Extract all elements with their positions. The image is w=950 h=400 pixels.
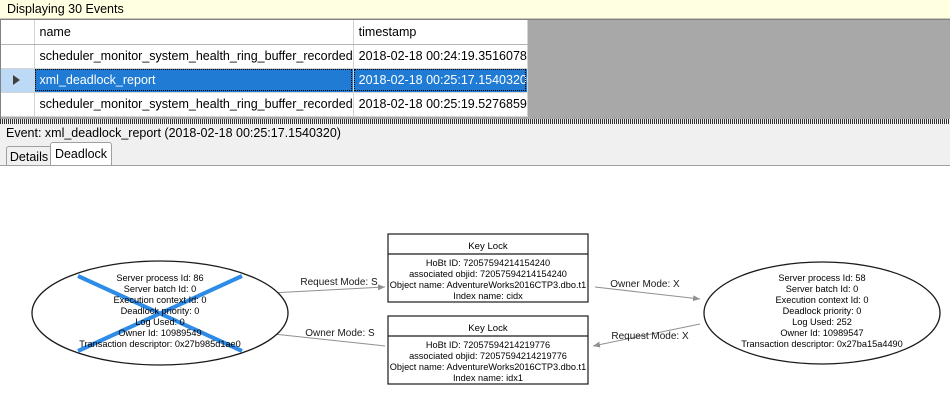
edge-label-left-request: Request Mode: S	[300, 277, 378, 288]
process-right-line-3: Deadlock priority: 0	[783, 306, 862, 316]
tab-details[interactable]: Details	[6, 146, 52, 165]
table-header-row: name timestamp	[1, 20, 528, 45]
resource-top-line-0: HoBt ID: 72057594214154240	[426, 258, 550, 268]
cell-name[interactable]: scheduler_monitor_system_health_ring_buf…	[34, 92, 354, 117]
tab-deadlock[interactable]: Deadlock	[50, 142, 112, 165]
row-selector-cell[interactable]	[1, 92, 35, 117]
victim-cross-icon	[77, 274, 243, 353]
status-banner-text: Displaying 30 Events	[7, 2, 124, 16]
edge-right-request: Request Mode: X	[592, 323, 701, 348]
process-left-line-5: Owner Id: 10989549	[118, 328, 201, 338]
cell-timestamp[interactable]: 2018-02-18 00:24:19.3516078	[353, 44, 528, 69]
table-row[interactable]: scheduler_monitor_system_health_ring_buf…	[1, 92, 528, 117]
column-header-selector[interactable]	[1, 20, 35, 45]
resource-bottom-line-3: Index name: idx1	[453, 373, 523, 383]
resource-bottom-line-1: associated objid: 72057594214219776	[409, 351, 567, 361]
resource-top-line-1: associated objid: 72057594214154240	[409, 269, 567, 279]
status-banner: Displaying 30 Events	[0, 0, 950, 19]
resource-bottom-line-0: HoBt ID: 72057594214219776	[426, 340, 550, 350]
resource-node-bottom[interactable]: Key Lock HoBt ID: 72057594214219776 asso…	[387, 315, 589, 385]
deadlock-graph: Request Mode: S Owner Mode: X Owner Mode…	[31, 233, 941, 385]
edge-line	[592, 323, 701, 348]
process-right-line-6: Transaction descriptor: 0x27ba15a4490	[741, 339, 903, 349]
resource-box[interactable]	[387, 315, 589, 385]
edge-label-right-owner: Owner Mode: X	[610, 279, 680, 290]
row-selector-arrow-icon	[13, 75, 20, 85]
events-grid[interactable]: name timestamp scheduler_monitor_system_…	[0, 19, 950, 119]
process-right-line-1: Server batch Id: 0	[786, 284, 859, 294]
horizontal-splitter[interactable]	[0, 119, 950, 124]
resource-bottom-line-2: Object name: AdventureWorks2016CTP3.dbo.…	[390, 362, 586, 372]
cell-timestamp[interactable]: 2018-02-18 00:25:19.5276859	[353, 92, 528, 117]
process-node-right[interactable]: Server process Id: 58 Server batch Id: 0…	[703, 261, 941, 365]
table-row[interactable]: scheduler_monitor_system_health_ring_buf…	[1, 44, 528, 69]
process-left-line-6: Transaction descriptor: 0x27b985d1ae0	[79, 339, 241, 349]
process-left-line-0: Server process Id: 86	[116, 273, 203, 283]
process-left-line-3: Deadlock priority: 0	[121, 306, 200, 316]
cell-name[interactable]: xml_deadlock_report	[34, 68, 354, 93]
event-detail-header: Event: xml_deadlock_report (2018-02-18 0…	[0, 124, 950, 142]
detail-tabstrip: Details Deadlock	[0, 142, 950, 165]
process-left-line-1: Server batch Id: 0	[124, 284, 197, 294]
event-detail-title: Event: xml_deadlock_report (2018-02-18 0…	[6, 126, 341, 140]
row-selector-cell[interactable]	[1, 68, 35, 93]
edge-line	[594, 286, 701, 302]
cell-name[interactable]: scheduler_monitor_system_health_ring_buf…	[34, 44, 354, 69]
column-header-name[interactable]: name	[34, 20, 354, 45]
deadlock-graph-canvas[interactable]: Request Mode: S Owner Mode: X Owner Mode…	[0, 165, 950, 400]
row-selector-cell[interactable]	[1, 44, 35, 69]
process-right-line-5: Owner Id: 10989547	[780, 328, 863, 338]
resource-top-line-2: Object name: AdventureWorks2016CTP3.dbo.…	[390, 280, 586, 290]
process-left-line-2: Execution context Id: 0	[114, 295, 207, 305]
resource-top-line-3: Index name: cidx	[453, 291, 523, 301]
edge-label-right-request: Request Mode: X	[611, 331, 689, 342]
resource-node-top[interactable]: Key Lock HoBt ID: 72057594214154240 asso…	[387, 233, 589, 303]
process-ellipse[interactable]	[703, 261, 941, 365]
process-right-line-4: Log Used: 252	[792, 317, 852, 327]
resource-bottom-title: Key Lock	[468, 323, 508, 334]
events-table: name timestamp scheduler_monitor_system_…	[1, 20, 528, 117]
table-row[interactable]: xml_deadlock_report 2018-02-18 00:25:17.…	[1, 68, 528, 93]
cell-timestamp[interactable]: 2018-02-18 00:25:17.1540320	[353, 68, 528, 93]
edge-right-owner: Owner Mode: X	[594, 279, 701, 302]
resource-box[interactable]	[387, 233, 589, 303]
resource-top-title: Key Lock	[468, 241, 508, 252]
process-right-line-0: Server process Id: 58	[778, 273, 865, 283]
edge-label-left-owner: Owner Mode: S	[305, 328, 375, 339]
process-right-line-2: Execution context Id: 0	[776, 295, 869, 305]
column-header-timestamp[interactable]: timestamp	[353, 20, 528, 45]
process-node-left[interactable]: Server process Id: 86 Server batch Id: 0…	[31, 260, 289, 366]
process-left-line-4: Log Used: 0	[135, 317, 185, 327]
